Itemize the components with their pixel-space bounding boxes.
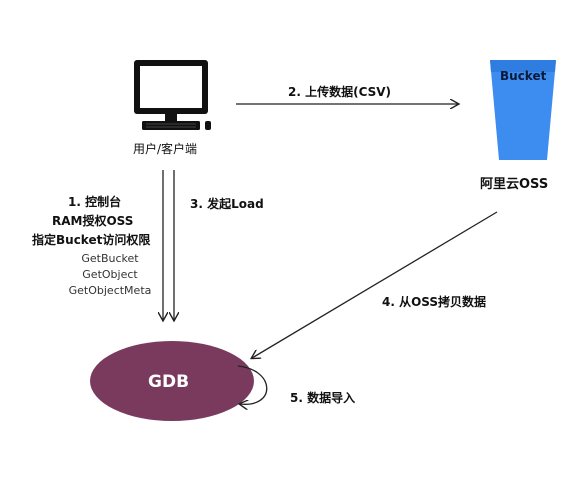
step4-label: 4. 从OSS拷贝数据 <box>382 295 487 309</box>
step3-label: 3. 发起Load <box>190 197 264 211</box>
bucket-icon <box>490 60 556 160</box>
oss-label: 阿里云OSS <box>480 177 549 192</box>
step5-label: 5. 数据导入 <box>290 391 356 405</box>
step2-label: 2. 上传数据(CSV) <box>288 85 392 99</box>
step1-line3: 指定Bucket访问权限 <box>32 233 151 247</box>
bucket-label: Bucket <box>500 69 547 83</box>
arrow-copy <box>252 211 498 358</box>
gdb-label: GDB <box>148 372 190 392</box>
step1-api-getbucket: GetBucket <box>81 252 139 265</box>
step1-title: 1. 控制台 <box>68 195 122 209</box>
step1-line2: RAM授权OSS <box>52 214 134 228</box>
gdb-node <box>90 341 254 421</box>
step1-api-getobjectmeta: GetObjectMeta <box>68 284 152 297</box>
computer-icon <box>134 60 211 130</box>
step1-api-getobject: GetObject <box>82 268 138 281</box>
arrow-import-loop <box>238 365 268 404</box>
client-label: 用户/客户端 <box>133 142 198 156</box>
